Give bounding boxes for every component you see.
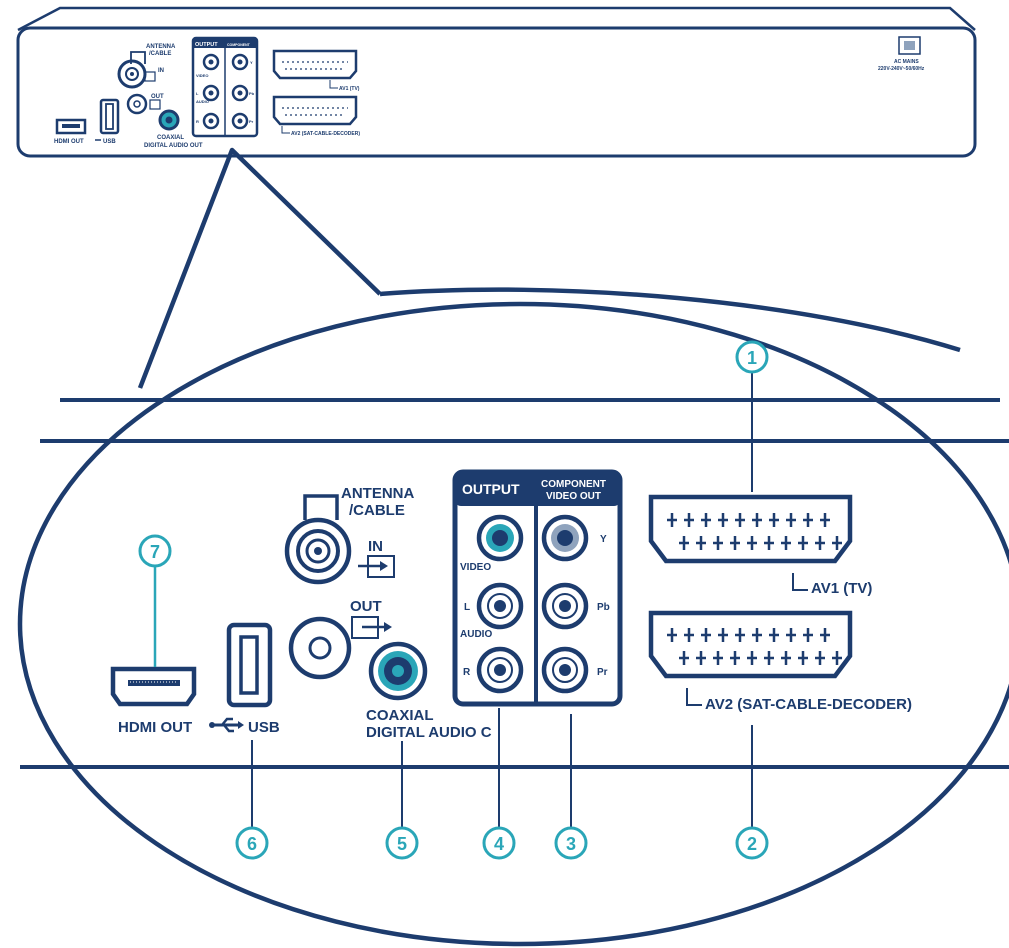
r-small-label: R [196, 119, 199, 124]
audio-label: AUDIO [460, 629, 492, 640]
video-small-label: VIDEO [196, 73, 208, 78]
callout-5-number: 5 [397, 834, 407, 854]
hdmi-port: HDMI OUT [110, 666, 197, 736]
coaxial-small-label-2: DIGITAL AUDIO OUT [144, 143, 203, 149]
antenna-label-1: ANTENNA [341, 485, 414, 502]
pr-label: Pr [597, 667, 608, 678]
pr-small-label: Pr [249, 119, 254, 124]
scart-av1-small: AV1 (TV) [272, 49, 360, 92]
callout-1-number: 1 [747, 348, 757, 368]
audio-l-jack [476, 582, 524, 630]
callout-1: 1 [735, 340, 769, 374]
l-label: L [464, 602, 470, 613]
output-label: OUTPUT [462, 481, 520, 497]
l-small-label: L [196, 91, 199, 96]
antenna-label-2: /CABLE [349, 502, 405, 519]
component-label-1: COMPONENT [541, 479, 606, 490]
antenna-ports: ANTENNA /CABLE IN OUT [284, 485, 414, 680]
component-small-label: COMPONENT [227, 43, 251, 47]
antenna-small-label-2: /CABLE [149, 51, 171, 57]
out-arrow-icon [351, 616, 392, 639]
callout-5: 5 [385, 826, 419, 860]
scart-av1: AV1 (TV) [648, 494, 872, 597]
ac-mains-label-2: 220V-240V~50/60Hz [878, 66, 925, 72]
y-jack [541, 514, 589, 562]
usb-label: USB [248, 719, 280, 736]
antenna-small-label-1: ANTENNA [146, 44, 176, 50]
antenna-out-label: OUT [350, 598, 382, 615]
output-small-label: OUTPUT [195, 42, 218, 48]
usb-port-small: USB [95, 98, 120, 145]
av1-small-label: AV1 (TV) [339, 86, 360, 92]
in-arrow-icon [358, 555, 395, 578]
usb-port: USB [209, 622, 280, 736]
output-component-block: OUTPUT COMPONENT VIDEO OUT [452, 469, 623, 707]
callout-4-number: 4 [494, 834, 504, 854]
coaxial-port: COAXIAL DIGITAL AUDIO C [366, 641, 492, 741]
coaxial-label-2: DIGITAL AUDIO C [366, 724, 492, 741]
antenna-out-jack [288, 616, 352, 680]
rear-panel-overview: HDMI OUT USB ANTENNA /CABLE IN OUT [16, 6, 977, 158]
ac-mains-small: AC MAINS 220V-240V~50/60Hz [878, 36, 925, 72]
ac-mains-label-1: AC MAINS [894, 59, 919, 65]
component-label-2: VIDEO OUT [546, 491, 601, 502]
audio-r-jack [476, 646, 524, 694]
antenna-in-jack [284, 517, 352, 585]
video-label: VIDEO [460, 562, 491, 573]
av1-label: AV1 (TV) [811, 580, 872, 597]
zoom-pointer [137, 147, 382, 389]
hdmi-small-label: HDMI OUT [54, 139, 84, 145]
pb-label: Pb [597, 602, 610, 613]
callout-3: 3 [554, 826, 588, 860]
leader-lines [251, 373, 753, 827]
av2-label: AV2 (SAT-CABLE-DECODER) [705, 696, 912, 713]
coaxial-label-1: COAXIAL [366, 707, 434, 724]
callout-6-number: 6 [247, 834, 257, 854]
callout-7: 7 [138, 534, 172, 568]
y-label: Y [600, 534, 607, 545]
antenna-in-small-label: IN [158, 68, 164, 74]
video-jack [476, 514, 524, 562]
antenna-out-small-label: OUT [151, 94, 164, 100]
scart-av2: AV2 (SAT-CABLE-DECODER) [648, 610, 912, 713]
audio-small-label: AUDIO [196, 99, 209, 104]
av2-small-label: AV2 (SAT-CABLE-DECODER) [291, 131, 360, 137]
r-label: R [463, 667, 471, 678]
pb-small-label: Pb [249, 91, 255, 96]
callout-7-number: 7 [150, 542, 160, 562]
callout-3-number: 3 [566, 834, 576, 854]
usb-small-label: USB [103, 139, 116, 145]
scart-av2-small: AV2 (SAT-CABLE-DECODER) [272, 95, 360, 137]
coaxial-port-small: COAXIAL DIGITAL AUDIO OUT [144, 109, 203, 149]
antenna-ports-small: ANTENNA /CABLE IN OUT [117, 44, 176, 115]
output-block-small: OUTPUT COMPONENT VIDEO AUDIO L R Y Pb Pr [191, 36, 259, 138]
hdmi-label: HDMI OUT [118, 719, 192, 736]
callout-2-number: 2 [747, 834, 757, 854]
callout-4: 4 [482, 826, 516, 860]
callout-6: 6 [235, 826, 269, 860]
usb-icon [209, 717, 244, 733]
pr-jack [541, 646, 589, 694]
pb-jack [541, 582, 589, 630]
hdmi-port-small: HDMI OUT [54, 118, 87, 145]
callout-2: 2 [735, 826, 769, 860]
y-small-label: Y [250, 60, 253, 65]
antenna-in-label: IN [368, 538, 383, 555]
coaxial-small-label-1: COAXIAL [157, 135, 184, 141]
